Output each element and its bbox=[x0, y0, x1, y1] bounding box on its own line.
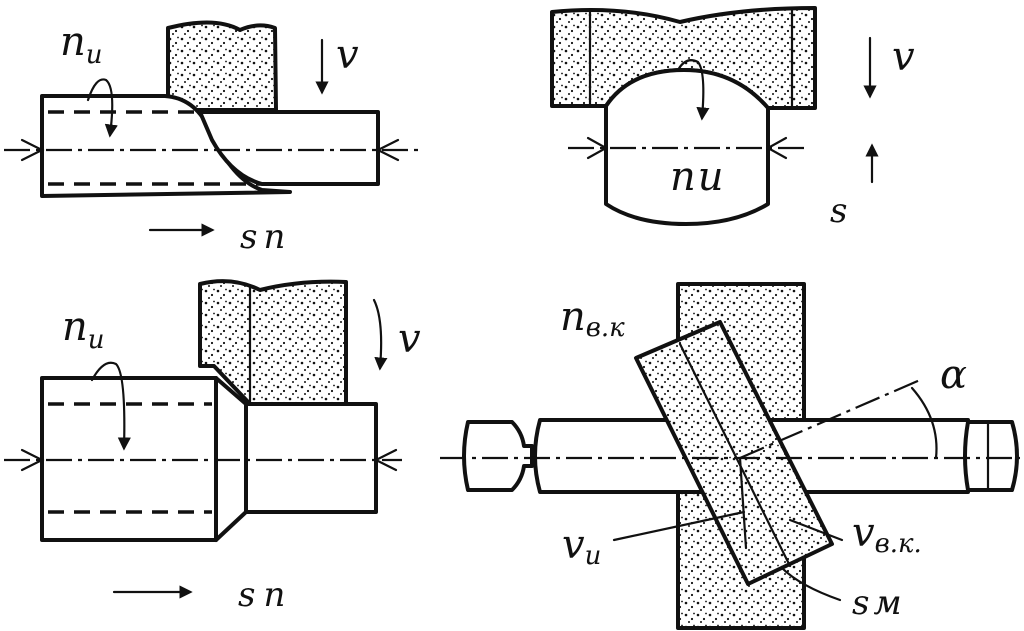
vi-leader-line bbox=[612, 510, 746, 542]
label-stepped-n-workpiece-sub: u bbox=[88, 325, 105, 355]
label-form-s-feed: s bbox=[830, 191, 847, 231]
label-n-workpiece: n bbox=[60, 19, 86, 65]
label-alpha: α bbox=[940, 352, 967, 398]
label-n-workpiece-sub: u bbox=[86, 40, 103, 70]
svg-text:nu: nu bbox=[60, 19, 103, 70]
right-center-mark bbox=[375, 138, 400, 162]
tilt-axis-line bbox=[739, 378, 921, 460]
workpiece-finished-part bbox=[198, 110, 380, 186]
label-v-workpiece-sub: u bbox=[585, 541, 602, 571]
svg-text:vu: vu bbox=[562, 522, 601, 571]
svg-text:nu: nu bbox=[670, 154, 724, 200]
label-v-regulating-wheel-sub: в.к. bbox=[875, 529, 922, 559]
label-stepped-s-longitudinal: s bbox=[238, 575, 255, 615]
form-rotation-arrow-icon bbox=[676, 59, 710, 121]
label-n-regulating-wheel: n bbox=[560, 294, 586, 340]
label-stepped-n-workpiece: n bbox=[62, 304, 88, 350]
svg-text:nu: nu bbox=[62, 304, 105, 355]
label-s-longitudinal-sub: n bbox=[263, 217, 285, 257]
stepped-speed-arrow-icon bbox=[372, 298, 388, 371]
sm-leader-line bbox=[780, 566, 842, 602]
form-left-center-mark bbox=[586, 136, 609, 160]
svg-text:nв.к: nв.к bbox=[560, 294, 625, 343]
left-center-mark bbox=[20, 138, 45, 162]
label-v-wheel: v bbox=[336, 32, 359, 78]
svg-text:sм: sм bbox=[852, 583, 902, 623]
rotation-arrow-icon bbox=[86, 78, 118, 138]
label-s-longitudinal: s bbox=[240, 217, 257, 257]
label-form-n-workpiece: n bbox=[670, 154, 696, 200]
stepped-right-center-mark bbox=[373, 448, 398, 472]
label-s-transverse: s bbox=[852, 583, 869, 623]
stepped-rotation-arrow-icon bbox=[90, 361, 131, 451]
panel-plunge-form-grinding: nu v s bbox=[550, 6, 915, 231]
label-form-n-workpiece-sub: u bbox=[698, 154, 724, 200]
stepped-small-diameter bbox=[244, 402, 378, 514]
label-form-v-wheel: v bbox=[892, 34, 915, 80]
stepped-grinding-wheel bbox=[198, 279, 348, 406]
vvk-leader-line bbox=[788, 518, 844, 542]
label-n-regulating-wheel-sub: в.к bbox=[586, 313, 625, 343]
label-v-workpiece: v bbox=[562, 522, 585, 568]
regulating-wheel-mid-line bbox=[678, 342, 792, 568]
alpha-arc bbox=[910, 386, 938, 460]
label-v-regulating-wheel: v bbox=[852, 510, 875, 556]
svg-text:sn: sn bbox=[238, 575, 285, 615]
svg-text:vв.к.: vв.к. bbox=[852, 510, 922, 559]
right-shaft-end bbox=[963, 420, 1019, 492]
form-right-center-mark bbox=[765, 136, 788, 160]
left-shaft-end bbox=[462, 420, 534, 492]
label-stepped-v-wheel: v bbox=[398, 316, 421, 362]
stepped-left-center-mark bbox=[20, 448, 45, 472]
label-s-transverse-sub: м bbox=[873, 583, 901, 623]
svg-text:sn: sn bbox=[240, 217, 285, 257]
label-stepped-s-longitudinal-sub: n bbox=[263, 575, 285, 615]
grinding-wheel bbox=[166, 20, 278, 112]
regulating-inner-line bbox=[738, 456, 748, 550]
